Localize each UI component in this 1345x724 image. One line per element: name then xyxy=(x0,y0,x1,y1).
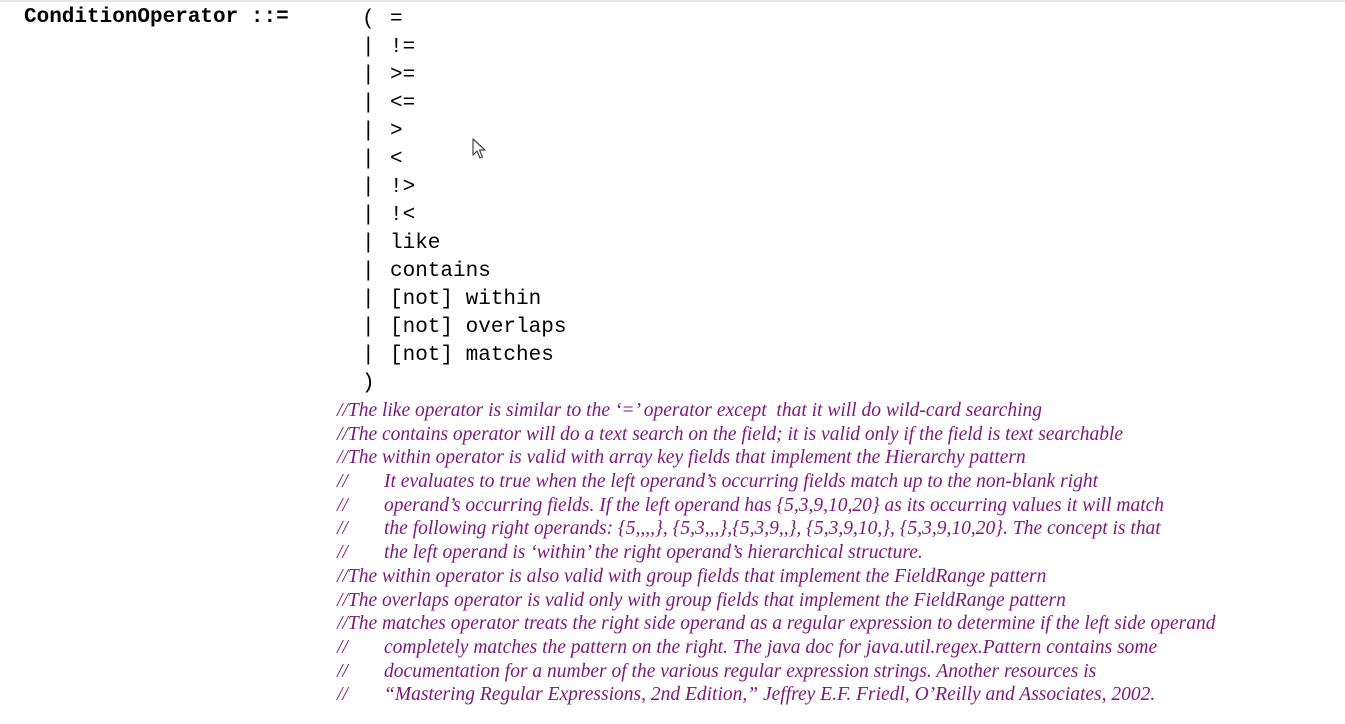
comment-text: documentation for a number of the variou… xyxy=(384,660,1097,682)
operator-token: != xyxy=(390,36,416,59)
comment-prefix: // xyxy=(337,423,348,445)
grammar-row: | contains xyxy=(362,258,566,286)
operator-token: > xyxy=(390,120,403,143)
grammar-row: |> xyxy=(362,118,566,146)
comment-prefix: // xyxy=(337,400,348,421)
comment-block: //The like operator is similar to the ‘=… xyxy=(337,399,1216,707)
comment-text: The contains operator will do a text sea… xyxy=(347,423,1124,445)
grammar-row: | != xyxy=(362,34,566,62)
comment-line: //The within operator is valid with arra… xyxy=(337,446,1216,470)
grammar-row: | !< xyxy=(362,202,566,230)
comment-line: //The contains operator will do a text s… xyxy=(337,423,1216,447)
comment-line: // “Mastering Regular Expressions, 2nd Ed… xyxy=(337,683,1216,707)
grammar-separator: | xyxy=(362,36,375,59)
comment-line: //The overlaps operator is valid only wi… xyxy=(337,589,1216,613)
comment-line: // operand’s occurring fields. If the lef… xyxy=(337,494,1216,518)
comment-text: The within operator is also valid with g… xyxy=(347,565,1047,587)
operator-token: <= xyxy=(390,92,416,115)
comment-text: The like operator is similar to the ‘=’ … xyxy=(347,400,1042,421)
grammar-separator: | xyxy=(362,204,375,227)
grammar-separator: | xyxy=(362,288,375,311)
grammar-separator: | xyxy=(362,344,375,367)
grammar-separator: ( xyxy=(362,8,375,31)
grammar-separator: | xyxy=(362,148,375,171)
comment-line: // It evaluates to true when the left ope… xyxy=(337,470,1216,494)
grammar-separator: | xyxy=(362,120,375,143)
grammar-row: |< xyxy=(362,146,566,174)
comment-prefix: // xyxy=(337,542,348,564)
production-name: ConditionOperator xyxy=(24,6,239,29)
mouse-pointer-icon xyxy=(472,138,486,159)
comment-line: //The like operator is similar to the ‘=… xyxy=(337,399,1216,423)
grammar-separator: | xyxy=(362,64,375,87)
comment-text: “Mastering Regular Expressions, 2nd Edit… xyxy=(384,684,1156,706)
comment-text: the following right operands: {5,,,,}, {… xyxy=(384,518,1161,540)
comment-prefix: // xyxy=(337,565,348,587)
comment-text: the left operand is ‘within’ the right o… xyxy=(384,542,923,564)
grammar-row: | >= xyxy=(362,62,566,90)
operator-token: like xyxy=(390,232,441,255)
comment-prefix: // xyxy=(337,589,348,611)
comment-line: // the left operand is ‘within’ the right… xyxy=(337,541,1216,565)
comment-text: It evaluates to true when the left opera… xyxy=(384,471,1098,493)
grammar-separator: | xyxy=(362,232,375,255)
grammar-row: | like xyxy=(362,230,566,258)
operator-token: contains xyxy=(390,260,491,283)
operator-token: [not] matches xyxy=(390,344,554,367)
comment-prefix: // xyxy=(337,494,348,516)
grammar-alternatives: (=|!=|>=|<=|>|<|!>|!<|like|contains|[not… xyxy=(362,6,566,398)
grammar-row: | <= xyxy=(362,90,566,118)
top-divider xyxy=(0,0,1345,2)
comment-line: //The matches operator treats the right … xyxy=(337,612,1216,636)
grammar-separator: | xyxy=(362,176,375,199)
comment-text: The matches operator treats the right si… xyxy=(347,613,1216,635)
operator-token: [not] within xyxy=(390,288,542,311)
production-header: ConditionOperator ::= xyxy=(24,6,289,29)
operator-token: < xyxy=(390,148,403,171)
comment-line: // the following right operands: {5,,,,},… xyxy=(337,517,1216,541)
comment-text: completely matches the pattern on the ri… xyxy=(384,636,1158,658)
grammar-row: | !> xyxy=(362,174,566,202)
grammar-separator: | xyxy=(362,260,375,283)
comment-prefix: // xyxy=(337,636,348,658)
comment-line: //The within operator is also valid with… xyxy=(337,565,1216,589)
comment-prefix: // xyxy=(337,518,348,540)
comment-line: // documentation for a number of the vari… xyxy=(337,660,1216,684)
grammar-row: | [not] within xyxy=(362,286,566,314)
grammar-row: (= xyxy=(362,6,566,34)
comment-text: operand’s occurring fields. If the left … xyxy=(384,494,1165,516)
grammar-separator: ) xyxy=(362,372,375,395)
operator-token: !> xyxy=(390,176,416,199)
production-assign: ::= xyxy=(250,6,289,29)
comment-text: The overlaps operator is valid only with… xyxy=(347,589,1066,611)
comment-line: // completely matches the pattern on the … xyxy=(337,636,1216,660)
grammar-separator: | xyxy=(362,92,375,115)
grammar-row: ) xyxy=(362,370,566,398)
comment-prefix: // xyxy=(337,471,348,493)
grammar-row: | [not] overlaps xyxy=(362,314,566,342)
comment-text: The within operator is valid with array … xyxy=(347,447,1026,469)
grammar-row: | [not] matches xyxy=(362,342,566,370)
comment-prefix: // xyxy=(337,660,348,682)
operator-token: !< xyxy=(390,204,416,227)
grammar-separator: | xyxy=(362,316,375,339)
comment-prefix: // xyxy=(337,613,348,635)
comment-prefix: // xyxy=(337,684,348,706)
operator-token: = xyxy=(390,8,403,31)
operator-token: >= xyxy=(390,64,416,87)
operator-token: [not] overlaps xyxy=(390,316,567,339)
comment-prefix: // xyxy=(337,447,348,469)
